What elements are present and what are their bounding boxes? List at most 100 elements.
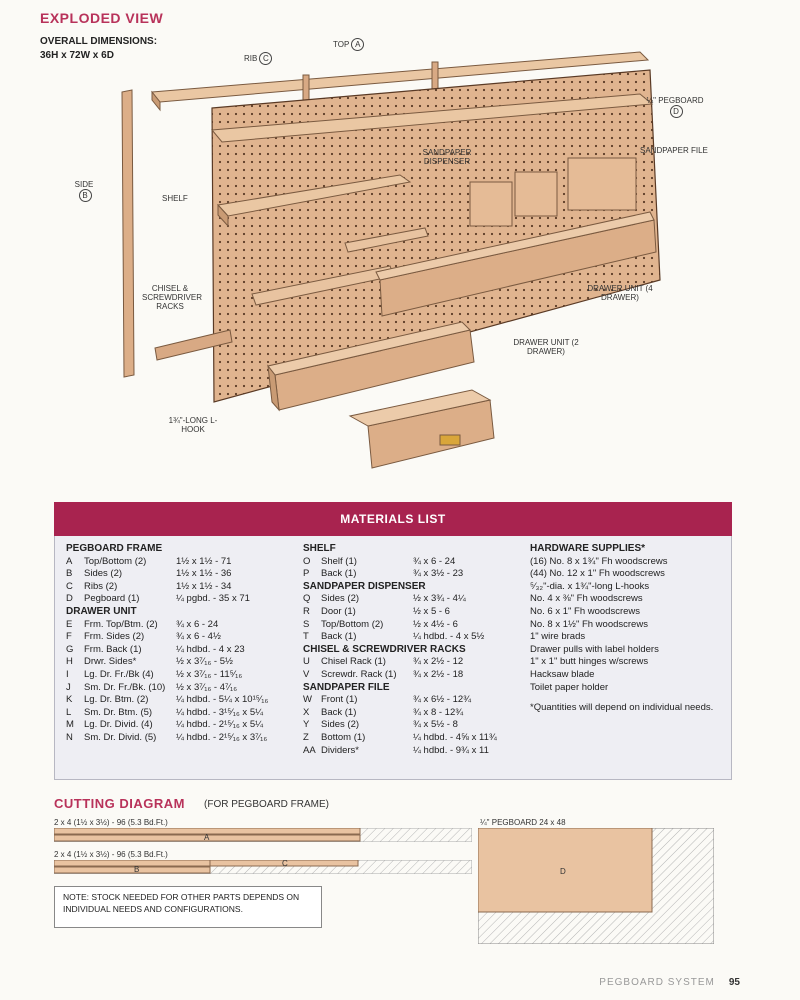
part-dims: ¾ x 3½ - 23 [413,568,464,580]
dimensions-value: 36H x 72W x 6D [40,50,114,61]
board1: A [54,828,472,842]
dimensions-label: OVERALL DIMENSIONS: [40,36,158,47]
part-letter: J [66,681,71,693]
part-name: Screwdr. Rack (1) [321,668,397,680]
materials-row: A Top/Bottom (2) 1½ x 1½ - 71 [66,556,296,569]
page-number: 95 [728,977,740,988]
cutting-diagram-title: CUTTING DIAGRAM [54,796,185,811]
pegboard-sheet: D [478,828,714,944]
part-dims: ¼ hdbd. - 9¾ x 11 [413,744,489,756]
part-letter: G [66,643,74,655]
hardware-item: 1" x 1" butt hinges w/screws [530,656,649,668]
pegboard-sheet-label: ¼" PEGBOARD 24 x 48 [480,818,566,827]
materials-list-panel [54,502,732,780]
bottom-rail [154,329,233,361]
materials-section-title: SANDPAPER DISPENSER [303,580,426,592]
part-letter: M [66,719,74,731]
part-name: Sm. Dr. Divid. (5) [84,731,157,743]
callout-chisel-racks: CHISEL & SCREWDRIVER RACKS [142,284,203,311]
sandpaper-dispenser [469,181,513,227]
sandpaper-file [567,157,637,211]
callout-lhook: 1¾"-LONG L-HOOK [168,416,218,434]
board2-part-c: C [282,860,288,868]
part-name: Lg. Dr. Fr./Bk (4) [84,668,154,680]
part-letter: Y [303,719,310,731]
part-letter: H [66,656,73,668]
part-name: Back (1) [321,568,357,580]
part-dims: ¾ x 6 - 4½ [176,631,221,643]
board1-part: A [204,833,210,842]
callout-drawer-2: DRAWER UNIT (2 DRAWER) [513,338,579,356]
part-letter: P [303,568,310,580]
part-name: Sm. Dr. Fr./Bk. (10) [84,681,166,693]
hardware-item: Hacksaw blade [530,668,595,680]
callout-sandpaper-file: SANDPAPER FILE [640,146,708,155]
cutting-diagram-subtitle: (FOR PEGBOARD FRAME) [204,799,330,810]
hardware-item: (16) No. 8 x 1¾" Fh woodscrews [530,555,668,567]
part-dims: ¾ x 2½ - 12 [413,656,464,668]
part-name: Top/Bottom (2) [84,555,147,567]
board2-part-b: B [134,865,139,874]
part-name: Frm. Sides (2) [84,631,145,643]
part-letter: I [66,668,69,680]
footer-section: PEGBOARD SYSTEM [599,977,715,988]
part-dims: ½ x 5 - 6 [413,605,450,617]
part-letter: A [66,555,73,567]
pegboard-part: D [560,867,566,876]
part-dims: 1½ x 1½ - 71 [176,555,232,567]
hardware-item: No. 8 x 1½" Fh woodscrews [530,618,648,630]
part-letter: N [66,731,73,743]
part-letter: B [66,568,73,580]
part-dims: ¼ hdbd. - 3¹⁵⁄₁₆ x 5¼ [176,706,264,718]
part-dims: ¾ x 2½ - 18 [413,668,464,680]
hardware-item: No. 4 x ⅜" Fh woodscrews [530,593,643,605]
part-letter: V [303,668,310,680]
part-dims: ¼ pgbd. - 35 x 71 [176,593,250,605]
part-name: Dividers* [321,744,360,756]
hardware-item: Toilet paper holder [530,681,609,693]
part-name: Sides (2) [321,719,360,731]
board2-label: 2 x 4 (1½ x 3½) - 96 (5.3 Bd.Ft.) [54,850,168,859]
part-dims: ¼ hdbd. - 4 x 5½ [413,631,485,643]
board2: B C [54,860,472,874]
part-name: Front (1) [321,694,358,706]
board1-label: 2 x 4 (1½ x 3½) - 96 (5.3 Bd.Ft.) [54,818,168,827]
part-name: Sm. Dr. Btm. (5) [84,706,153,718]
part-letter: W [303,694,312,706]
part-dims: ½ x 3¾ - 4¼ [413,593,466,605]
part-name: Back (1) [321,706,357,718]
materials-section-title: PEGBOARD FRAME [66,543,163,554]
materials-list-title: MATERIALS LIST [54,502,732,536]
part-name: Chisel Rack (1) [321,656,386,668]
page-title: EXPLODED VIEW [40,10,164,26]
hardware-item: ⁵⁄₃₂"-dia. x 1¾"-long L-hooks [530,580,650,592]
part-name: Sides (2) [84,568,123,580]
callout-shelf: SHELF [162,194,188,203]
part-letter: E [66,618,73,630]
part-letter: T [303,631,309,643]
materials-row: V Screwdr. Rack (1) ¾ x 2½ - 18 [303,669,528,682]
part-dims: ¾ x 6 - 24 [413,555,456,567]
materials-section-title: SANDPAPER FILE [303,681,390,693]
part-name: Lg. Dr. Divid. (4) [84,719,153,731]
part-dims: ½ x 3⁷⁄₁₆ - 4⁷⁄₁₆ [176,681,238,693]
drawer-pull [439,434,461,446]
part-name: Ribs (2) [84,580,118,592]
